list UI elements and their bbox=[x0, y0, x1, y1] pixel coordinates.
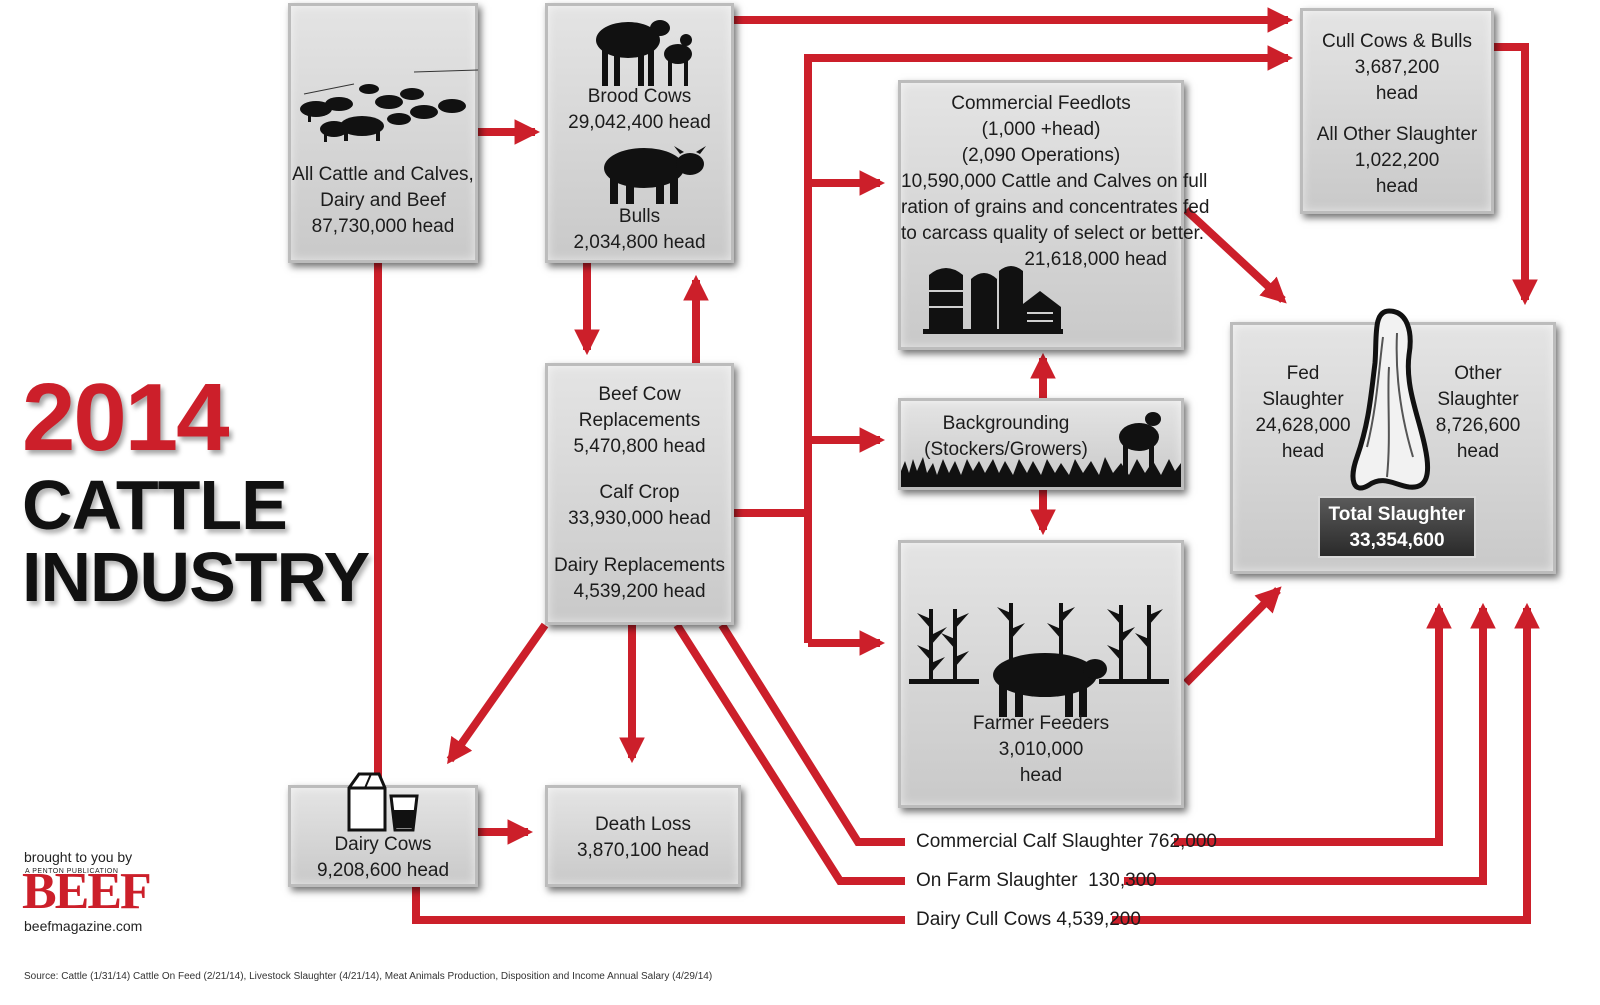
brand-url[interactable]: beefmagazine.com bbox=[24, 918, 143, 934]
milk-carton-glass-icon bbox=[347, 772, 419, 832]
fed-slaughter-line-2: Slaughter bbox=[1262, 389, 1344, 410]
bulls-line-2: 2,034,800 head bbox=[573, 232, 706, 253]
fed-slaughter-line-4: head bbox=[1281, 441, 1325, 462]
node-commercial-feedlots: Commercial Feedlots (1,000 +head) (2,090… bbox=[898, 80, 1210, 350]
farmer-feeders-line-1: Farmer Feeders bbox=[972, 713, 1110, 734]
cow-and-calf-icon bbox=[596, 20, 692, 86]
line-trunk-vertical bbox=[804, 45, 1294, 643]
calf-crop-line-2: 33,930,000 head bbox=[568, 508, 711, 529]
other-slaughter-line-1: Other bbox=[1454, 363, 1502, 384]
brought-to-you-by: brought to you by bbox=[24, 849, 133, 865]
arrow-farmerfeeders-to-slaughter bbox=[1183, 586, 1282, 686]
other-slaughter-line-3: 8,726,600 bbox=[1435, 415, 1521, 436]
backgrounding-line-1: Backgrounding bbox=[942, 413, 1070, 434]
beef-cow-replacements-line-3: 5,470,800 head bbox=[573, 436, 706, 457]
all-cattle-line-3: 87,730,000 head bbox=[311, 216, 455, 237]
dairy-cows-line-2: 9,208,600 head bbox=[316, 860, 450, 881]
node-backgrounding: Backgrounding (Stockers/Growers) bbox=[898, 398, 1184, 490]
label-commercial-calf-slaughter: Commercial Calf Slaughter 762,000 bbox=[916, 831, 1217, 852]
calf-crop-line-1: Calf Crop bbox=[599, 482, 680, 503]
beef-cow-replacements-line-1: Beef Cow bbox=[598, 384, 681, 405]
line-on-farm-slaughter bbox=[673, 622, 905, 885]
other-slaughter-top-line-1: All Other Slaughter bbox=[1316, 124, 1478, 145]
farmer-feeders-line-3: head bbox=[1019, 765, 1063, 786]
dairy-cows-line-1: Dairy Cows bbox=[334, 834, 432, 855]
arrow-replacements-to-dairycows bbox=[446, 622, 549, 765]
cull-line-3: head bbox=[1375, 83, 1419, 104]
node-dairy-cows: Dairy Cows 9,208,600 head bbox=[288, 772, 478, 887]
bull-icon bbox=[604, 146, 706, 204]
cull-line-2: 3,687,200 bbox=[1354, 57, 1440, 78]
arrow-cull-to-slaughter bbox=[1494, 43, 1538, 306]
other-slaughter-line-2: Slaughter bbox=[1437, 389, 1519, 410]
total-slaughter-label: Total Slaughter bbox=[1328, 504, 1466, 525]
all-cattle-line-2: Dairy and Beef bbox=[320, 190, 446, 211]
label-dairy-cull-cows: Dairy Cull Cows 4,539,200 bbox=[916, 909, 1141, 930]
brood-cows-line-1: Brood Cows bbox=[587, 86, 692, 107]
dairy-replacements-line-2: 4,539,200 head bbox=[573, 581, 706, 602]
death-loss-line-2: 3,870,100 head bbox=[576, 840, 710, 861]
node-all-cattle: All Cattle and Calves, Dairy and Beef 87… bbox=[288, 3, 478, 263]
node-slaughter: Fed Slaughter 24,628,000 head Other Slau… bbox=[1230, 308, 1556, 574]
publisher-tag: A PENTON PUBLICATION bbox=[25, 868, 119, 875]
cow-in-corn-icon bbox=[909, 603, 1169, 717]
total-slaughter-badge: Total Slaughter 33,354,600 bbox=[1318, 496, 1476, 558]
arrow-on-farm-slaughter bbox=[1124, 602, 1496, 885]
arrow-commercial-calf-slaughter bbox=[1174, 602, 1452, 846]
bulls-line-1: Bulls bbox=[618, 206, 661, 227]
other-slaughter-top-line-3: head bbox=[1375, 176, 1419, 197]
feedlots-line-3: (2,090 Operations) bbox=[961, 145, 1121, 166]
backgrounding-line-2: (Stockers/Growers) bbox=[924, 439, 1088, 460]
node-farmer-feeders: Farmer Feeders 3,010,000 head bbox=[898, 540, 1184, 808]
total-slaughter-value: 33,354,600 bbox=[1349, 530, 1445, 551]
all-cattle-line-1: All Cattle and Calves, bbox=[292, 164, 474, 185]
feedlots-line-1: Commercial Feedlots bbox=[951, 93, 1131, 114]
title-year: 2014 bbox=[22, 364, 230, 471]
arrow-dairy-cull-cows bbox=[1112, 602, 1540, 924]
feedlots-line-2: (1,000 +head) bbox=[981, 119, 1101, 140]
label-on-farm-slaughter: On Farm Slaughter 130,300 bbox=[916, 870, 1157, 891]
dairy-replacements-line-1: Dairy Replacements bbox=[553, 555, 726, 576]
feedlots-line-7: 21,618,000 head bbox=[1024, 249, 1167, 270]
cattle-herd-icon bbox=[300, 69, 478, 142]
line-commercial-calf-slaughter bbox=[718, 622, 905, 846]
feedlots-line-4: 10,590,000 Cattle and Calves on full bbox=[901, 171, 1208, 192]
node-cull-cows-bulls: Cull Cows & Bulls 3,687,200 head All Oth… bbox=[1300, 8, 1494, 214]
feedlots-line-6: to carcass quality of select or better. bbox=[901, 223, 1205, 244]
farmer-feeders-line-2: 3,010,000 bbox=[998, 739, 1084, 760]
title-line-1: CATTLE bbox=[22, 466, 288, 544]
node-brood-cows-bulls: Brood Cows 29,042,400 head Bulls 2,034,8… bbox=[545, 3, 734, 263]
grain-silos-icon bbox=[923, 266, 1063, 334]
feedlots-line-5: ration of grains and concentrates fed bbox=[901, 197, 1210, 218]
beef-cow-replacements-line-2: Replacements bbox=[578, 410, 701, 431]
beef-cut-icon bbox=[1350, 308, 1431, 491]
node-calf-crop: Beef Cow Replacements 5,470,800 head Cal… bbox=[545, 363, 734, 625]
other-slaughter-top-line-2: 1,022,200 bbox=[1354, 150, 1440, 171]
other-slaughter-line-4: head bbox=[1456, 441, 1500, 462]
fed-slaughter-line-1: Fed bbox=[1286, 363, 1320, 384]
cow-in-grass-icon bbox=[901, 412, 1181, 487]
brood-cows-line-2: 29,042,400 head bbox=[568, 112, 711, 133]
arrow-feedlots-to-slaughter bbox=[1183, 207, 1287, 304]
line-dairy-cull-cows bbox=[412, 886, 905, 924]
beef-logo: BEEF bbox=[22, 863, 152, 920]
death-loss-line-1: Death Loss bbox=[594, 814, 692, 835]
fed-slaughter-line-3: 24,628,000 bbox=[1255, 415, 1351, 436]
title-line-2: INDUSTRY bbox=[22, 538, 370, 616]
node-death-loss: Death Loss 3,870,100 head bbox=[545, 785, 741, 887]
source-note: Source: Cattle (1/31/14) Cattle On Feed … bbox=[24, 971, 713, 982]
cull-line-1: Cull Cows & Bulls bbox=[1322, 31, 1472, 52]
